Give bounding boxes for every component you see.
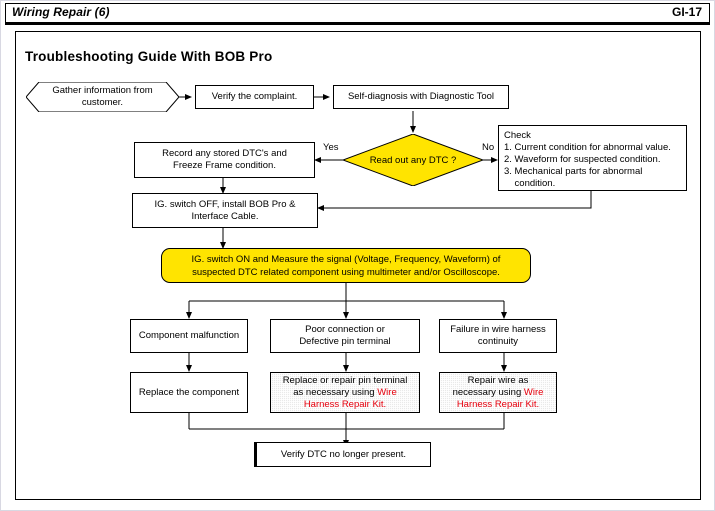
replace-pin-line-3-highlight: Harness Repair Kit. — [303, 398, 387, 410]
header-section-title: Wiring Repair (6) — [12, 5, 110, 19]
node-verify-complaint: Verify the complaint. — [195, 85, 314, 109]
poor-connection-line-2: Defective pin terminal — [299, 336, 391, 347]
node-component-malfunction: Component malfunction — [130, 319, 248, 353]
node-record-dtc: Record any stored DTC's and Freeze Frame… — [134, 142, 315, 178]
edge-label-no: No — [482, 142, 495, 153]
node-replace-pin-terminal: Replace or repair pin terminal as necess… — [270, 372, 420, 413]
node-poor-connection: Poor connection or Defective pin termina… — [270, 319, 420, 353]
gather-line-1: Gather information from — [52, 85, 153, 96]
node-verify-dtc-no-longer-present: Verify DTC no longer present. — [254, 442, 431, 467]
verify-complaint-label: Verify the complaint. — [211, 91, 298, 102]
check-item-2: 2. Waveform for suspected condition. — [504, 154, 661, 165]
check-item-3: 3. Mechanical parts for abnormal — [504, 166, 643, 177]
gather-line-2: customer. — [81, 97, 124, 108]
node-check-list: Check 1. Current condition for abnormal … — [498, 125, 687, 191]
check-heading: Check — [504, 130, 531, 141]
ig-on-line-2: suspected DTC related component using mu… — [192, 266, 500, 278]
node-ig-switch-on-banner: IG. switch ON and Measure the signal (Vo… — [161, 248, 531, 283]
replace-pin-line-2-highlight: Wire — [377, 386, 397, 398]
repair-wire-line-1: Repair wire as — [467, 374, 529, 386]
component-malfunction-label: Component malfunction — [138, 330, 240, 341]
check-item-1: 1. Current condition for abnormal value. — [504, 142, 671, 153]
self-diagnosis-label: Self-diagnosis with Diagnostic Tool — [347, 91, 495, 102]
verify-dtc-gone-label: Verify DTC no longer present. — [280, 448, 407, 460]
header-divider-rule — [5, 22, 710, 25]
hexagon-outline — [26, 82, 179, 112]
diamond-outline — [343, 134, 483, 186]
record-dtc-line-2: Freeze Frame condition. — [173, 160, 276, 171]
node-self-diagnosis: Self-diagnosis with Diagnostic Tool — [333, 85, 509, 109]
ig-on-line-1: IG. switch ON and Measure the signal (Vo… — [191, 253, 501, 265]
check-item-4: condition. — [504, 178, 556, 189]
page-header-bar — [5, 3, 710, 23]
repair-wire-line-3-highlight: Harness Repair Kit. — [456, 398, 540, 410]
header-page-reference: GI-17 — [671, 5, 702, 19]
ig-off-line-2: Interface Cable. — [191, 210, 259, 222]
decision-read-dtc-label: Read out any DTC ? — [369, 154, 457, 166]
replace-pin-line-1: Replace or repair pin terminal — [282, 374, 408, 386]
node-wire-harness-failure: Failure in wire harness continuity — [439, 319, 557, 353]
diagram-title: Troubleshooting Guide With BOB Pro — [25, 49, 273, 64]
edge-label-yes: Yes — [323, 142, 339, 153]
repair-wire-line-2-plain: necessary using — [452, 386, 524, 398]
node-gather-information: Gather information from customer. — [26, 82, 179, 112]
repair-wire-line-2-highlight: Wire — [523, 386, 544, 398]
wire-harness-failure-line-2: continuity — [477, 336, 519, 347]
node-decision-read-dtc: Read out any DTC ? — [343, 134, 483, 186]
node-ig-switch-off: IG. switch OFF, install BOB Pro & Interf… — [132, 193, 318, 228]
ig-off-line-1: IG. switch OFF, install BOB Pro & — [154, 198, 296, 210]
poor-connection-line-1: Poor connection or — [305, 324, 385, 335]
node-replace-component: Replace the component — [130, 372, 248, 413]
replace-component-label: Replace the component — [138, 386, 240, 398]
node-repair-wire: Repair wire as necessary using Wire Harn… — [439, 372, 557, 413]
replace-pin-line-2-plain: as necessary using — [293, 386, 378, 398]
record-dtc-line-1: Record any stored DTC's and — [162, 148, 287, 159]
wire-harness-failure-line-1: Failure in wire harness — [450, 324, 546, 335]
